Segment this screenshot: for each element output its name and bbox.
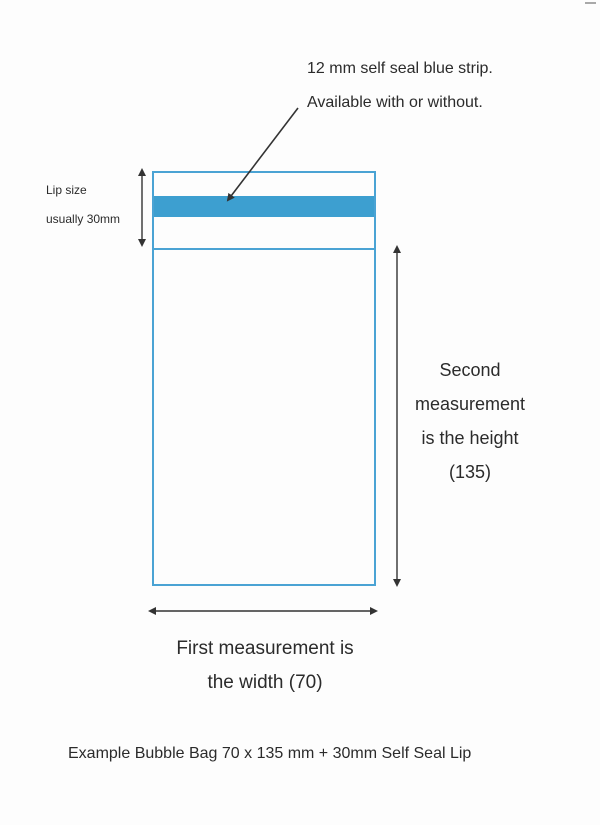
- height-label: Second measurement is the height (135): [405, 357, 535, 493]
- lip-label-line-1: Lip size: [46, 183, 87, 197]
- height-label-line-1: Second: [439, 360, 501, 380]
- width-label-line-2: the width (70): [207, 672, 323, 693]
- seal-strip: [154, 196, 374, 217]
- height-label-line-4: (135): [448, 462, 492, 482]
- lip-label-line-2: usually 30mm: [46, 212, 121, 226]
- caption: Example Bubble Bag 70 x 135 mm + 30mm Se…: [68, 745, 472, 762]
- width-label: First measurement is the width (70): [140, 636, 390, 704]
- height-label-line-3: is the height: [421, 428, 519, 448]
- strip-note-line-1: 12 mm self seal blue strip.: [307, 60, 493, 77]
- strip-note-line-2: Available with or without.: [307, 94, 483, 111]
- bag-body-outline: [152, 248, 376, 586]
- height-label-line-2: measurement: [414, 394, 526, 414]
- width-label-line-1: First measurement is: [176, 638, 354, 659]
- strip-pointer-arrow: [226, 107, 299, 202]
